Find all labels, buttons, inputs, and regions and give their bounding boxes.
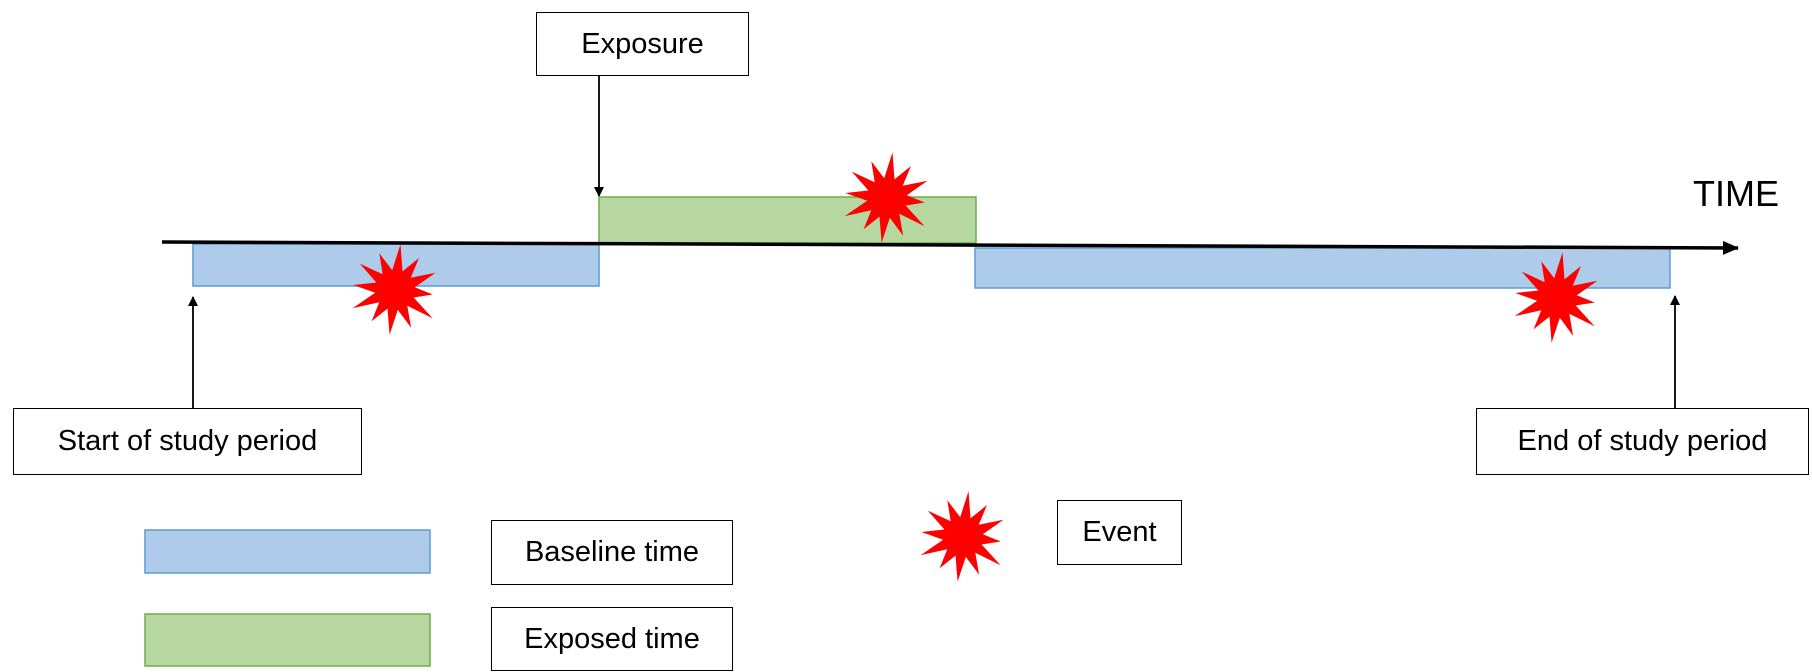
event-icon (844, 152, 928, 243)
end-of-study-label: End of study period (1476, 408, 1809, 475)
legend-baseline-label: Baseline time (491, 520, 733, 585)
time-axis-label: TIME (1693, 173, 1779, 214)
legend-event-icon (920, 491, 1004, 582)
exposure-label: Exposure (536, 12, 749, 76)
exposed-period (598, 196, 977, 244)
start-of-study-label: Start of study period (13, 408, 362, 475)
legend-exposed-swatch (144, 613, 431, 667)
time-axis-line (161, 240, 1739, 255)
event-icon (1514, 252, 1598, 343)
legend-exposed-label: Exposed time (491, 607, 733, 671)
legend-event-label: Event (1057, 500, 1182, 565)
event-icon (352, 244, 436, 335)
legend-baseline-swatch (144, 529, 431, 574)
